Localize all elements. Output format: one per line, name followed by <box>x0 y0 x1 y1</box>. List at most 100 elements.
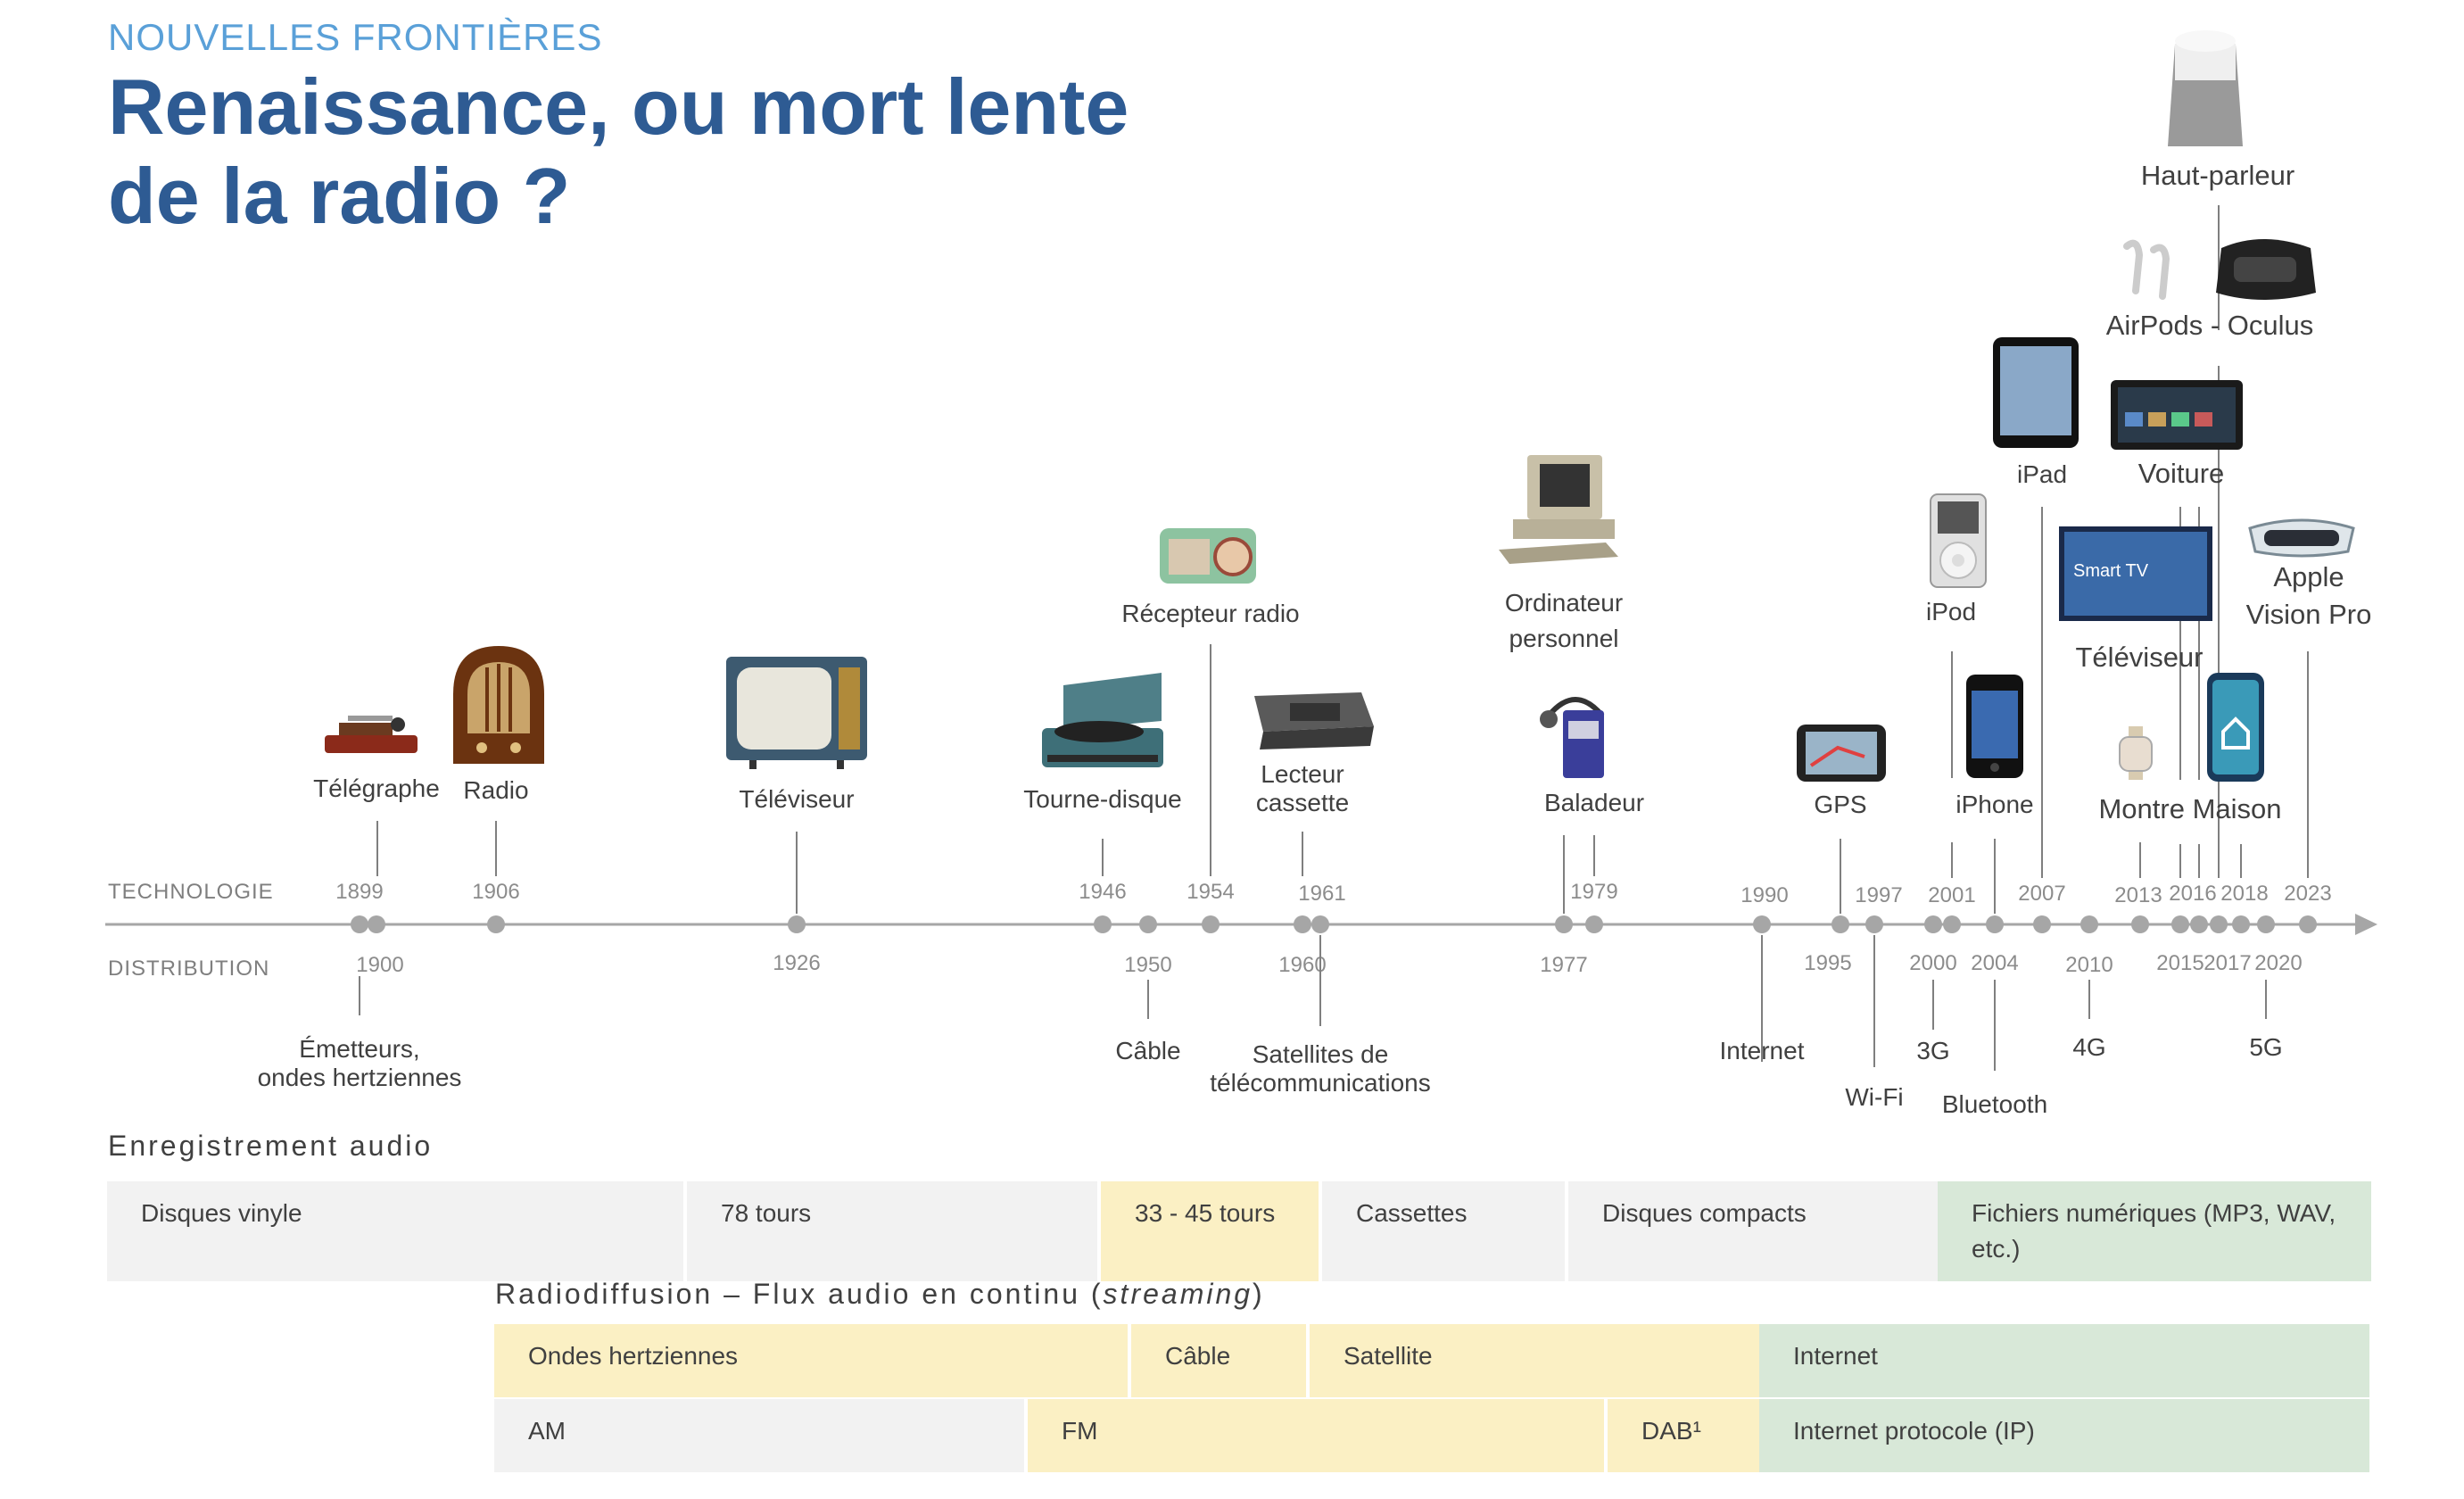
label-tourne-disque: Tourne-disque <box>1023 785 1182 813</box>
connector <box>1932 980 1934 1030</box>
label-line: Émetteurs, <box>299 1035 420 1063</box>
title-part: ) <box>1253 1278 1265 1310</box>
cell-line: Fichiers numériques (MP3, WAV, <box>1972 1199 2336 1227</box>
radio-receiver-icon <box>1160 528 1256 584</box>
label-televiseur: Téléviseur <box>739 785 855 813</box>
personal-computer-icon <box>1499 455 1618 564</box>
connector <box>376 821 378 876</box>
timeline-dot <box>1294 915 1311 933</box>
cell-cable: Câble <box>1128 1324 1308 1397</box>
tech-year: 2001 <box>1928 883 1976 907</box>
smart-speaker-icon <box>2168 30 2243 146</box>
title-line-2: de la radio ? <box>108 152 571 240</box>
timeline-dot <box>1986 915 2004 933</box>
cell-ondes-hertziennes: Ondes hertziennes <box>494 1324 1129 1397</box>
label-lecteur-cassette: Lecteur cassette <box>1256 760 1349 817</box>
dist-year: 2004 <box>1971 951 2019 975</box>
tech-year: 1979 <box>1570 880 1618 904</box>
connector <box>2179 844 2181 878</box>
connector <box>1994 839 1996 914</box>
label-ordinateur: Ordinateur personnel <box>1505 585 1623 657</box>
label-bluetooth: Bluetooth <box>1941 1090 2048 1118</box>
label-recepteur-radio: Récepteur radio <box>1121 600 1300 627</box>
timeline-dot <box>1555 915 1573 933</box>
connector <box>1951 651 1953 778</box>
connector <box>2041 507 2043 878</box>
label-gps: GPS <box>1814 791 1867 818</box>
connector <box>1761 935 1763 1062</box>
label-line: personnel <box>1509 625 1619 652</box>
label-haut-parleur: Haut-parleur <box>2140 160 2295 191</box>
connector <box>1210 644 1211 876</box>
timeline-dot <box>1311 915 1329 933</box>
timeline-dot <box>2171 915 2189 933</box>
connector <box>1302 832 1303 876</box>
dist-year: 2010 <box>2065 953 2113 977</box>
car-display-icon <box>2111 380 2243 450</box>
row-label-distribution: DISTRIBUTION <box>108 957 270 981</box>
ipad-icon <box>1993 337 2079 448</box>
timeline-dot <box>788 915 806 933</box>
connector <box>2240 844 2242 878</box>
section-title-enregistrement: Enregistrement audio <box>108 1130 434 1162</box>
label-line: ondes hertziennes <box>257 1064 462 1091</box>
connector <box>1563 835 1565 914</box>
label-airpods-oculus: AirPods - Oculus <box>2105 310 2314 341</box>
cell-line: etc.) <box>1972 1235 2021 1263</box>
label-emetteurs: Émetteurs, ondes hertziennes <box>258 1035 462 1092</box>
connector <box>495 821 497 876</box>
timeline-dot <box>1139 915 1157 933</box>
connector <box>1994 980 1996 1071</box>
tech-year: 1946 <box>1079 880 1127 904</box>
tech-year: 1954 <box>1187 880 1235 904</box>
gps-icon <box>1797 725 1886 782</box>
label-televiseur-smart: Téléviseur <box>2075 642 2204 673</box>
iphone-icon <box>1966 675 2023 778</box>
title-part: Radiodiffusion – Flux audio en continu ( <box>495 1278 1104 1310</box>
connector <box>2179 507 2181 780</box>
timeline-dot <box>2131 915 2149 933</box>
title-line-1: Renaissance, ou mort lente <box>108 62 1129 151</box>
timeline-dot <box>1865 915 1883 933</box>
connector <box>2307 651 2309 878</box>
smart-home-icon <box>2207 673 2264 782</box>
timeline-dot <box>487 915 505 933</box>
tech-year: 2018 <box>2220 882 2269 906</box>
label-satellites: Satellites de télécommunications <box>1210 1040 1430 1097</box>
cell-fichiers-numeriques: Fichiers numériques (MP3, WAV, etc.) <box>1938 1181 2371 1281</box>
label-wifi: Wi-Fi <box>1845 1083 1904 1111</box>
timeline-dot <box>1585 915 1603 933</box>
label-cable: Câble <box>1115 1037 1181 1064</box>
tech-year: 1990 <box>1741 883 1789 907</box>
turntable-icon <box>1042 673 1163 767</box>
label-line: Ordinateur <box>1504 589 1624 617</box>
connector <box>2139 842 2141 878</box>
ipod-icon <box>1930 493 1987 588</box>
label-line: Apple <box>2273 561 2344 592</box>
smartwatch-icon <box>2119 726 2153 780</box>
connector <box>1593 835 1595 876</box>
timeline-dot <box>2299 915 2317 933</box>
connector <box>1840 839 1841 914</box>
cell-internet: Internet <box>1759 1324 2369 1397</box>
connector <box>1873 935 1875 1067</box>
connector <box>2218 205 2220 330</box>
timeline-dot <box>351 915 368 933</box>
cell-fm: FM <box>1024 1399 1606 1472</box>
cell-am: AM <box>494 1399 1026 1472</box>
dist-year: 2017 <box>2204 951 2252 975</box>
timeline-dot <box>1943 915 1961 933</box>
label-internet: Internet <box>1719 1037 1805 1064</box>
vintage-radio-icon <box>453 646 544 764</box>
cassette-player-icon <box>1254 692 1374 750</box>
cell-dab: DAB¹ <box>1604 1399 1761 1472</box>
connector <box>359 976 360 1015</box>
label-telegraphe: Télégraphe <box>313 774 440 802</box>
tech-year: 1997 <box>1855 883 1903 907</box>
label-4g: 4G <box>2072 1033 2106 1061</box>
label-line: télécommunications <box>1210 1069 1431 1097</box>
cell-internet-protocole: Internet protocole (IP) <box>1759 1399 2369 1472</box>
timeline-dot <box>1094 915 1112 933</box>
dist-year: 1926 <box>773 951 821 975</box>
cell-disques-compacts: Disques compacts <box>1565 1181 1939 1281</box>
